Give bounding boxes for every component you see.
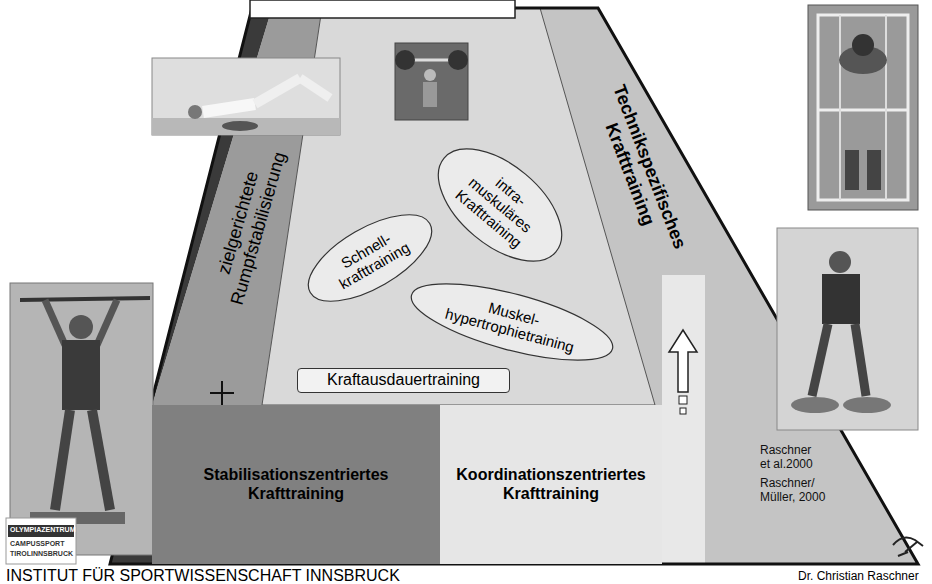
machine-frame	[885, 15, 887, 200]
photo-leg	[92, 410, 110, 510]
pyramid-outline	[110, 8, 918, 564]
node-text: zielgerichtete Rumpfstabilisierung	[206, 143, 289, 306]
logo-text: CAMPUSSPORT	[10, 540, 64, 548]
institute-name: INSTITUT FÜR SPORTWISSENSCHAFT INNSBRUCK	[6, 566, 400, 584]
logo-text: TIROLINNSBRUCK	[10, 550, 73, 558]
machine-frame	[818, 109, 908, 112]
photo-weightlifting	[395, 43, 468, 120]
node-text: Technikspezifisches Krafttraining	[590, 81, 691, 258]
technique-column	[662, 275, 705, 564]
hand-icon	[893, 537, 923, 556]
training-ellipse: intra- muskuläres Krafttraining	[417, 126, 583, 284]
photo-leg	[300, 78, 330, 98]
photo-head	[829, 251, 851, 273]
photo-arm	[45, 300, 65, 345]
photo-frame	[777, 228, 918, 430]
machine-frame	[839, 15, 841, 200]
ellipse-shape	[404, 268, 619, 376]
title-box	[250, 0, 515, 18]
weight-plate	[448, 50, 468, 70]
weight-plate	[395, 50, 415, 70]
plus-symbol	[210, 381, 234, 405]
photo-trunk-exercise	[152, 58, 340, 135]
text-group: Koordinationszentriertes Krafttraining	[456, 466, 645, 503]
photo-overhead-squat	[10, 283, 153, 555]
node-text: Kraftausdauertraining	[327, 371, 480, 389]
machine-pedal	[845, 150, 859, 190]
photo-leg	[55, 410, 70, 510]
photo-body	[822, 274, 860, 324]
arrow-tail-square	[680, 408, 686, 414]
photo-test-machine	[808, 5, 918, 210]
photo-body	[62, 340, 100, 410]
pyramid-body	[110, 8, 918, 564]
barbell	[20, 298, 150, 300]
band-label: zielgerichtete Rumpfstabilisierung	[203, 139, 292, 311]
photo-frame	[152, 58, 340, 135]
photo-head	[852, 34, 874, 56]
photo-leg	[255, 78, 300, 104]
photo-head	[188, 105, 202, 119]
machine-frame	[818, 15, 908, 200]
balance-board	[791, 397, 839, 413]
logo-frame	[6, 518, 76, 564]
upward-arrow	[669, 330, 697, 392]
band-label: Technikspezifisches Krafttraining	[586, 77, 693, 263]
training-box: Kraftausdauertraining	[297, 368, 510, 393]
photo-body	[423, 82, 437, 107]
photo-head	[69, 315, 93, 339]
text-group: Technikspezifisches Krafttraining	[590, 81, 691, 258]
photo-arm	[97, 300, 117, 345]
photo-leg	[855, 324, 866, 396]
arrow-tail-square	[679, 396, 687, 404]
photo-frame	[808, 5, 918, 210]
photo-balance-boards	[777, 228, 918, 430]
balance-board	[843, 397, 891, 413]
ellipse-shape	[418, 127, 581, 282]
text-group: Kraftausdauertraining	[327, 371, 480, 389]
node-text: Koordinationszentriertes Krafttraining	[456, 466, 645, 503]
logo-text: OLYMPIAZENTRUM	[10, 526, 75, 534]
photo-frame	[10, 283, 153, 555]
photo-head	[424, 69, 436, 81]
training-ellipse: Muskel- hypertrophietraining	[403, 267, 621, 377]
citation: Raschner et al.2000	[760, 443, 818, 472]
citation: Raschner/ Müller, 2000	[760, 476, 830, 505]
photo-frame	[395, 43, 468, 120]
text-group: zielgerichtete Rumpfstabilisierung	[206, 143, 289, 306]
photo-floor	[152, 118, 340, 135]
photo-body	[203, 104, 255, 112]
text-group: Stabilisationszentriertes Krafttraining	[204, 466, 389, 503]
node-text: Stabilisationszentriertes Krafttraining	[204, 466, 389, 503]
machine-pedal	[867, 150, 881, 190]
photo-leg	[812, 324, 828, 396]
base-block: Stabilisationszentriertes Krafttraining	[152, 405, 440, 564]
balance-disc	[222, 121, 258, 131]
author-name: Dr. Christian Raschner	[798, 569, 919, 583]
base-block: Koordinationszentriertes Krafttraining	[440, 405, 662, 564]
